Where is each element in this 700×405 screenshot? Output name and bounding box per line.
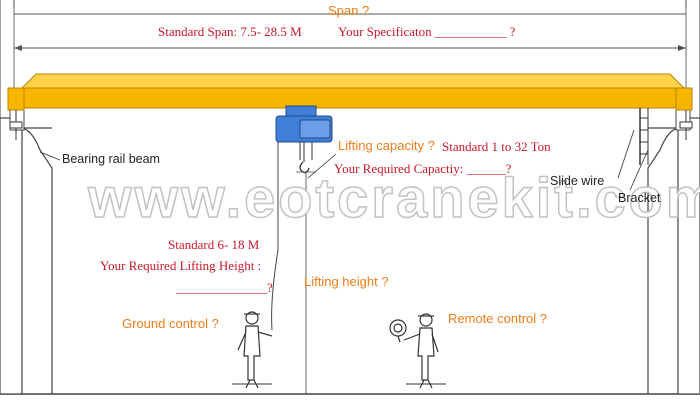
pendant-cable	[271, 142, 279, 331]
end-carriages	[9, 110, 693, 140]
span-label: Span ?	[328, 3, 370, 18]
ground-control-label: Ground control ?	[122, 316, 219, 331]
remote-operator	[389, 313, 446, 389]
lifting-height-label: Lifting height ?	[304, 274, 389, 289]
capacity-specification-field[interactable]: Your Required Capactiy: ______?	[334, 161, 512, 176]
leader-slide-wire	[617, 129, 635, 179]
lifting-height-dimension	[296, 171, 316, 394]
required-height-label: Your Required Lifting Height :	[100, 258, 262, 273]
standard-span-label: Standard Span: 7.5- 28.5 M	[158, 24, 302, 39]
electric-hoist	[275, 105, 333, 174]
height-specification-field[interactable]: ______________?	[176, 280, 273, 295]
standard-capacity-label: Standard 1 to 32 Ton	[442, 139, 551, 154]
left-column	[0, 0, 53, 395]
span-specification-field[interactable]: Your Specificaton ___________ ?	[338, 24, 516, 39]
lifting-capacity-label: Lifting capacity ?	[338, 138, 435, 153]
main-girder	[7, 73, 693, 111]
leader-capacity	[307, 153, 337, 179]
remote-control-label: Remote control ?	[448, 311, 547, 326]
watermark: www.eotcranekit.com	[87, 166, 700, 229]
leader-bracket	[629, 149, 649, 191]
ground-operator	[232, 311, 273, 389]
bearing-rail-beam-label: Bearing rail beam	[62, 152, 160, 166]
standard-height-label: Standard 6- 18 M	[168, 237, 260, 252]
slide-wire-bracket	[639, 108, 649, 165]
slide-wire-label: Slide wire	[550, 174, 605, 188]
span-dimension	[13, 8, 687, 90]
bracket-label: Bracket	[618, 191, 661, 205]
leader-bearing	[39, 151, 61, 161]
